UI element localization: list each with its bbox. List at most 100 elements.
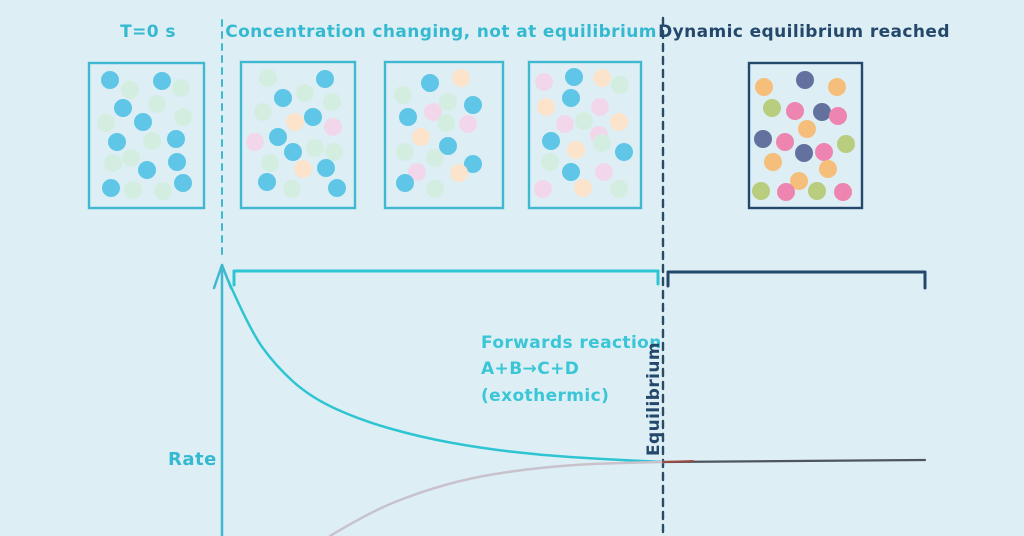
particle-n: [764, 153, 782, 171]
box-changing-1: [239, 60, 357, 210]
particle-s: [795, 144, 813, 162]
particle-b: [316, 70, 334, 88]
particle-m: [124, 181, 142, 199]
particle-b: [134, 113, 152, 131]
particle-m: [306, 139, 324, 157]
particle-b: [274, 89, 292, 107]
particle-m: [97, 114, 115, 132]
particle-m: [254, 103, 272, 121]
header-t0: T=0 s: [120, 22, 176, 42]
forward-rate-curve: [226, 278, 665, 464]
particle-b: [168, 153, 186, 171]
particle-m: [323, 93, 341, 111]
particle-b: [542, 132, 560, 150]
particle-m: [610, 180, 628, 198]
particle-o: [412, 128, 430, 146]
header-concentration-changing: Concentration changing, not at equilibri…: [225, 22, 657, 42]
particle-m: [104, 154, 122, 172]
particle-b: [565, 68, 583, 86]
particle-k: [777, 183, 795, 201]
particle-p: [246, 133, 264, 151]
particle-b: [138, 161, 156, 179]
particle-b: [304, 108, 322, 126]
particle-n: [798, 120, 816, 138]
particle-p: [459, 115, 477, 133]
equilibrium-rate-line: [661, 458, 927, 464]
particle-b: [114, 99, 132, 117]
forward-reaction-annotation: Forwards reaction A+B→C+D (exothermic): [481, 330, 662, 409]
particle-b: [464, 96, 482, 114]
particle-m: [148, 95, 166, 113]
box-changing-2: [383, 60, 505, 210]
particle-o: [574, 179, 592, 197]
particle-b: [464, 155, 482, 173]
particle-k: [786, 102, 804, 120]
particle-b: [328, 179, 346, 197]
particle-m: [426, 149, 444, 167]
particle-m: [439, 93, 457, 111]
particle-p: [591, 98, 609, 116]
particle-p: [408, 163, 426, 181]
particle-m: [437, 114, 455, 132]
particle-b: [439, 137, 457, 155]
particle-b: [174, 174, 192, 192]
box-t0: [87, 61, 206, 210]
particle-k: [834, 183, 852, 201]
particle-b: [421, 74, 439, 92]
particle-n: [828, 78, 846, 96]
bracket-equilibrium: [666, 270, 927, 290]
particle-p: [595, 163, 613, 181]
particle-m: [575, 112, 593, 130]
particle-b: [562, 89, 580, 107]
particle-s: [813, 103, 831, 121]
particle-o: [450, 164, 468, 182]
particle-b: [396, 174, 414, 192]
particle-o: [286, 113, 304, 131]
particle-s: [796, 71, 814, 89]
particle-b: [167, 130, 185, 148]
box-changing-3: [527, 60, 643, 210]
particle-g: [808, 182, 826, 200]
particle-m: [143, 132, 161, 150]
particle-p: [324, 118, 342, 136]
particle-n: [755, 78, 773, 96]
particle-o: [593, 69, 611, 87]
particle-g: [837, 135, 855, 153]
particle-b: [317, 159, 335, 177]
junction-mark: [662, 460, 694, 463]
particle-m: [396, 143, 414, 161]
particle-n: [790, 172, 808, 190]
particle-m: [259, 69, 277, 87]
particle-m: [611, 76, 629, 94]
particle-m: [296, 84, 314, 102]
particle-g: [763, 99, 781, 117]
particle-m: [593, 134, 611, 152]
particle-g: [752, 182, 770, 200]
particle-m: [426, 180, 444, 198]
particle-p: [534, 180, 552, 198]
particle-k: [815, 143, 833, 161]
particle-o: [452, 69, 470, 87]
particle-m: [283, 180, 301, 198]
particle-m: [541, 153, 559, 171]
particle-b: [153, 72, 171, 90]
header-dynamic-equilibrium: Dynamic equilibrium reached: [658, 22, 950, 42]
particle-b: [102, 179, 120, 197]
equilibrium-label: Equilibrium: [644, 342, 664, 456]
particle-b: [562, 163, 580, 181]
forward-reaction-line3: (exothermic): [481, 385, 610, 406]
particle-m: [261, 154, 279, 172]
particle-m: [121, 81, 139, 99]
rate-axis-label: Rate: [168, 449, 217, 470]
particle-m: [325, 143, 343, 161]
particle-m: [394, 86, 412, 104]
bracket-changing: [232, 269, 660, 287]
particle-m: [154, 182, 172, 200]
particle-o: [610, 113, 628, 131]
particle-b: [269, 128, 287, 146]
particle-b: [101, 71, 119, 89]
particle-b: [258, 173, 276, 191]
particle-p: [535, 73, 553, 91]
forward-reaction-line1: Forwards reaction: [481, 333, 662, 353]
